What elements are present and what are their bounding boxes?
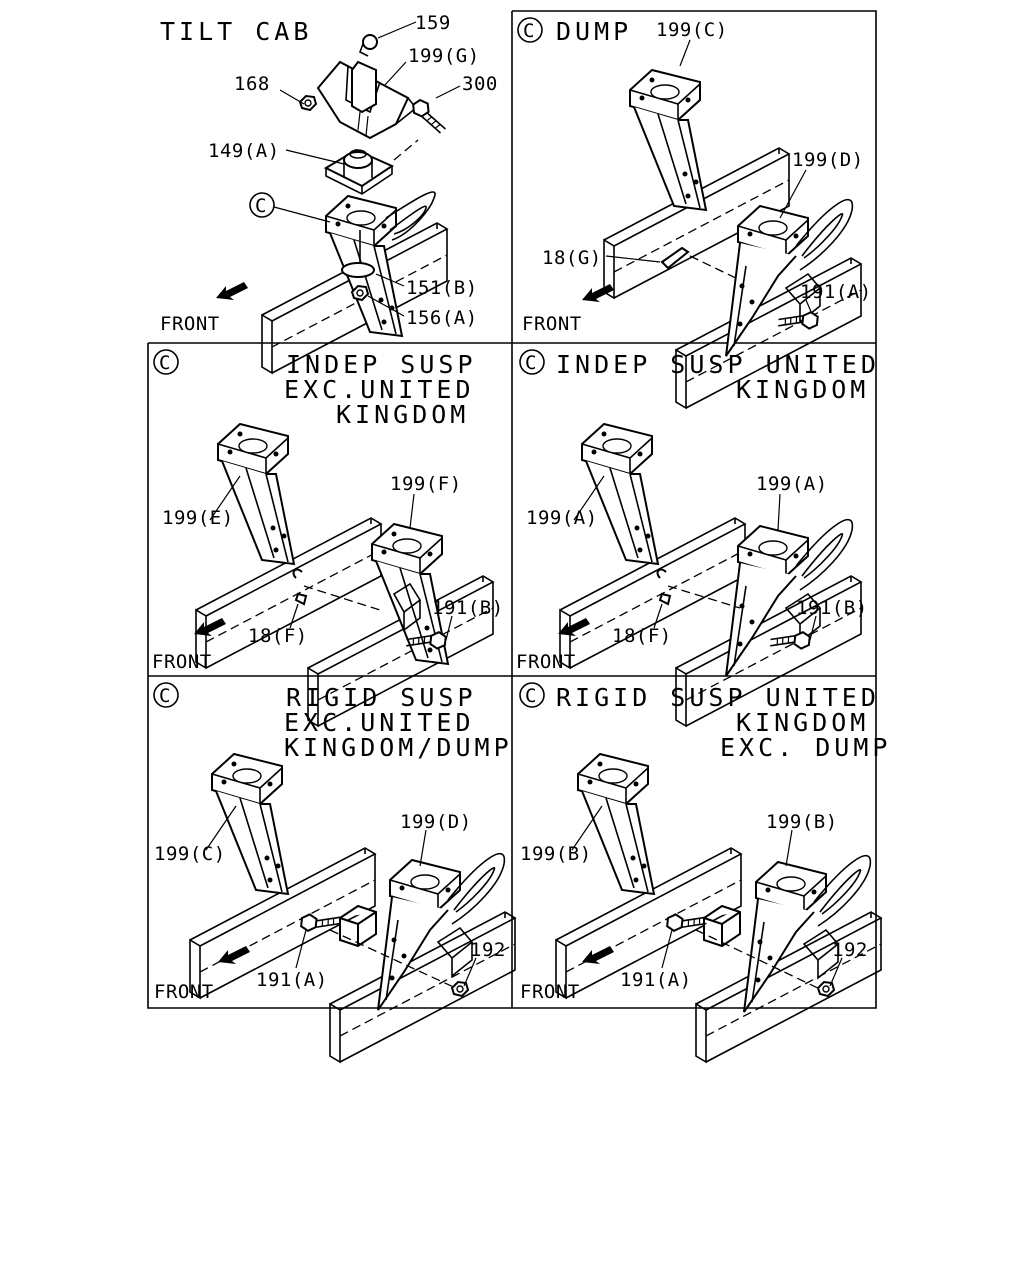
- panel-title: DUMP: [556, 17, 632, 46]
- panel-frames: [147, 10, 877, 1009]
- spacer-box: [339, 904, 377, 948]
- callout-label: 18(F): [612, 625, 672, 647]
- rear-bracket: [629, 69, 707, 211]
- rear-bracket: [217, 423, 295, 565]
- marker-c: C: [249, 192, 331, 223]
- marker-c-circle: [517, 17, 543, 43]
- marker-c-circle: [153, 682, 179, 708]
- clip: [292, 568, 308, 606]
- front-label: FRONT: [522, 313, 582, 335]
- callout-label: 199(D): [400, 811, 472, 833]
- panel-title: RIGID SUSP: [286, 683, 477, 712]
- callout-label: 151(B): [406, 277, 478, 299]
- nut-icon: [451, 981, 469, 997]
- callout-label: 199(B): [520, 843, 592, 865]
- front-label: FRONT: [152, 651, 212, 673]
- callout-label: 199(F): [390, 473, 462, 495]
- tilt-mount-assembly: [299, 34, 448, 337]
- callout-label: 168: [234, 73, 270, 95]
- callouts: 159 199(G) 168 300 149(A) 151(B) 156(A): [208, 12, 498, 329]
- callout-label: 199(G): [408, 45, 480, 67]
- front-label: FRONT: [516, 651, 576, 673]
- marker-c: C: [159, 685, 171, 707]
- panel-title: EXC.UNITED: [284, 708, 475, 737]
- panel-title: INDEP SUSP: [286, 350, 477, 379]
- callout-label: 199(C): [656, 19, 728, 41]
- nut-icon: [817, 981, 835, 997]
- panel-rigid-uk: C RIGID SUSP UNITED KINGDOM EXC. DUMP 19…: [519, 682, 891, 1063]
- callout-label: 191(A): [620, 969, 692, 991]
- svg-text:C: C: [255, 195, 267, 217]
- marker-c: C: [525, 685, 537, 707]
- callout-label: 159: [415, 12, 451, 34]
- panel-title: RIGID SUSP UNITED: [556, 683, 880, 712]
- spacer-box: [703, 904, 741, 948]
- marker-c-circle: [519, 349, 545, 375]
- front-label: FRONT: [520, 981, 580, 1003]
- marker-c-circle: [153, 349, 179, 375]
- marker-c: C: [523, 20, 535, 42]
- callout-label: 191(A): [800, 281, 872, 303]
- panel-indep-uk: C INDEP SUSP UNITED KINGDOM 199(A) 199(A…: [516, 349, 880, 727]
- front-bracket: [377, 852, 506, 1011]
- marker-c-circle: [519, 682, 545, 708]
- marker-c: C: [159, 352, 171, 374]
- panel-title: TILT CAB: [160, 17, 312, 46]
- panel-indep-exc-uk: C INDEP SUSP EXC.UNITED KINGDOM 199(E) 1…: [152, 349, 504, 727]
- panel-dump: C DUMP 199(C) 199(D) 18(G) 191(A) FRONT: [517, 17, 872, 409]
- callout-label: 18(G): [542, 247, 602, 269]
- callout-label: 18(F): [248, 625, 308, 647]
- front-label: FRONT: [160, 313, 220, 335]
- clip: [656, 568, 672, 606]
- front-arrow-icon: [582, 284, 614, 302]
- panel-title: KINGDOM/DUMP: [284, 733, 513, 762]
- panel-title: EXC. DUMP: [720, 733, 891, 762]
- rear-bracket: [581, 423, 659, 565]
- callout-label: 156(A): [406, 307, 478, 329]
- callout-label: 199(B): [766, 811, 838, 833]
- callout-label: 191(B): [432, 597, 504, 619]
- callout-label: 199(D): [792, 149, 864, 171]
- front-arrow-icon: [218, 946, 250, 964]
- callout-label: 191(B): [796, 597, 868, 619]
- callout-label: 192: [832, 939, 868, 961]
- callout-label: 199(A): [756, 473, 828, 495]
- callout-label: 300: [462, 73, 498, 95]
- callout-label: 192: [470, 939, 506, 961]
- shim-plate: [660, 246, 690, 270]
- front-arrow-icon: [582, 946, 614, 964]
- panel-title: KINGDOM: [736, 708, 869, 737]
- marker-c: C: [525, 352, 537, 374]
- panel-tilt-cab: TILT CAB: [160, 12, 498, 374]
- panel-title: KINGDOM: [336, 400, 469, 429]
- callout-label: 199(E): [162, 507, 234, 529]
- callout-label: 199(A): [526, 507, 598, 529]
- callout-label: 149(A): [208, 140, 280, 162]
- panel-title: EXC.UNITED: [284, 375, 475, 404]
- front-arrow-icon: [216, 282, 248, 300]
- panel-rigid-exc-uk: C RIGID SUSP EXC.UNITED KINGDOM/DUMP 199…: [153, 682, 516, 1063]
- callout-label: 199(C): [154, 843, 226, 865]
- panel-title: KINGDOM: [736, 375, 869, 404]
- panel-title: INDEP SUSP UNITED: [556, 350, 880, 379]
- callout-label: 191(A): [256, 969, 328, 991]
- front-label: FRONT: [154, 981, 214, 1003]
- bolt-icon: [775, 301, 822, 340]
